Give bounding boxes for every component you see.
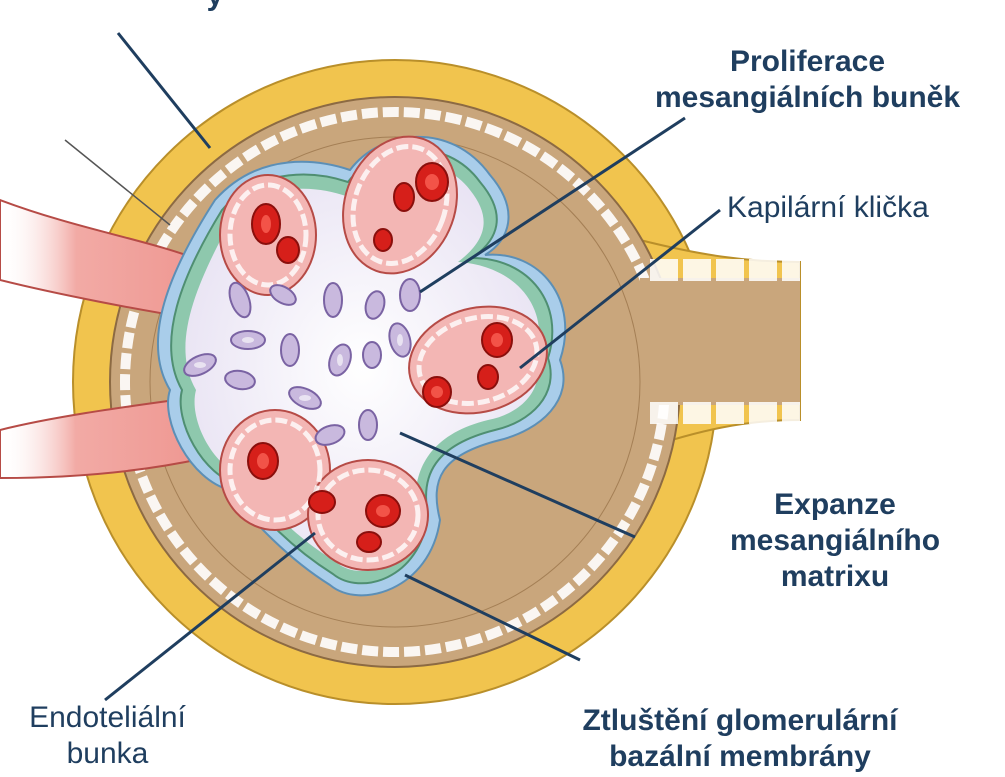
label-mesangial-matrix-expansion: Expanze mesangiálního matrixu xyxy=(690,487,980,595)
label-mesangial-proliferation: Proliferace mesangiálních buněk xyxy=(615,44,1000,116)
label-endothelial-cell: Endoteliální bunka xyxy=(0,700,215,772)
label-capillary-loop: Kapilární klička xyxy=(727,190,997,226)
pointer-podocyte xyxy=(118,33,210,148)
label-gbm-thickening: Ztluštění glomerulární bazální membrány xyxy=(520,703,960,775)
label-podocyte-partial: y xyxy=(150,0,280,14)
